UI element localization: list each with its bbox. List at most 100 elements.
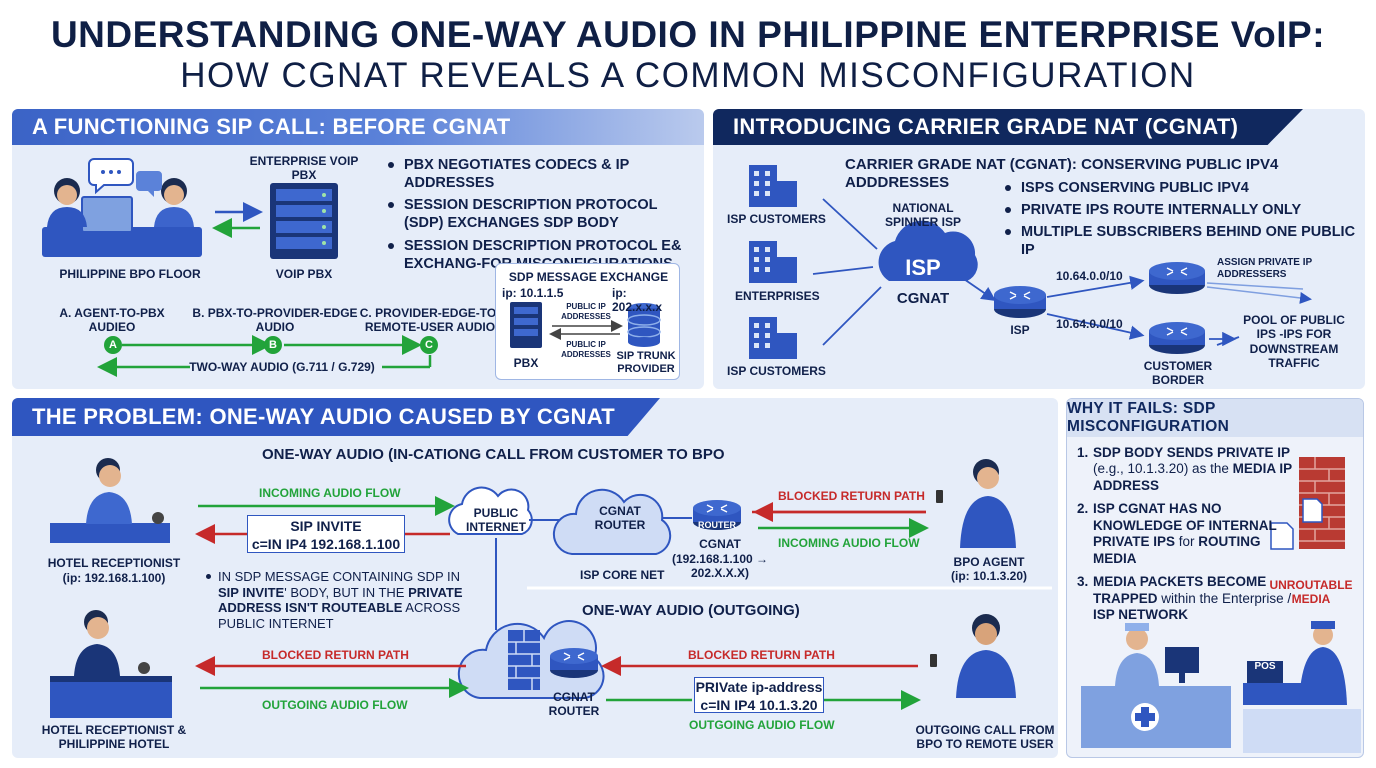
sip-invite-line1: SIP INVITE [290,518,362,534]
bullet-item: PRIVATE IPs ROUTE INTERNALLY ONLY [1003,201,1363,219]
bpo-agents-icon [42,158,202,257]
enterprise-voip-label: ENTERPRISE VOIP PBX [249,154,359,183]
sdp-note-a: IN SDP MESSAGE CONTAINING SDP IN [218,569,460,584]
bullet-item: MULTIPLE SUBSCRIBERS BEHIND ONE PUBLIC I… [1003,223,1363,259]
failure-reason-2: 2. ISP CGNAT HAS NO KNOWLEDGE OF INTERNA… [1077,501,1293,567]
panel-b-banner: INTRODUCING CARRIER GRADE NAT (CGNAT) [713,109,1303,145]
failure-reason-1: 1. SDP BODY SENDS PRIVATE IP (e.g., 10.1… [1077,445,1293,494]
panel-why-it-fails: WHY IT FAILS: SDP MISCONFIGURATION [1066,398,1364,758]
cgnat-heading: CARRIER GRADE NAT (CGNAT): CONSERVING PU… [845,156,1279,191]
bpo-floor-label: PHILIPPINE BPO FLOOR [59,267,201,281]
sdp-note: IN SDP MESSAGE CONTAINING SDP IN SIP INV… [204,569,474,631]
sdp-ip-left: ip: 10.1.1.5 [502,286,564,300]
bullet-item: SESSION DESCRIPTION PROTOCOL (SDP) EXCHA… [386,196,696,232]
panel-one-way-audio-problem: THE PROBLEM: ONE-WAY AUDIO CAUSED BY CGN… [12,398,1058,758]
reason-1-part-a: SDP BODY SENDS PRIVATE IP [1093,445,1291,460]
blocked-return-3-label: BLOCKED RETURN PATH [688,648,835,662]
router-2-icon [550,648,598,678]
brick-wall-icon [1299,457,1345,549]
private-ip-line2: c=IN IP4 10.1.3.20 [700,696,818,713]
failure-reason-3: 3. MEDIA PACKETS BECOME TRAPPED within t… [1077,574,1293,623]
panel-b-bullets: ISPs CONSERVING PUBLIC IPv4 PRIVATE IPs … [1003,179,1363,264]
two-way-audio-label: TWO-WAY AUDIO (G.711 / G.729) [189,360,375,374]
incoming-flow-label: INCOMING AUDIO FLOW [259,486,401,500]
bpo-agent-label: BPO AGENT [953,555,1025,569]
reason-3-part-b: within the Enterprise / [1157,590,1292,606]
cgnat-mapping-label: (192.168.1.100 → 202.x.x.x) [671,552,769,581]
blocked-return-1-label: BLOCKED RETURN PATH [778,489,925,503]
sdp-sip-trunk-label: SIP TRUNK PROVIDER [616,350,676,376]
bpo-agent-2-icon [930,614,1016,698]
isp-router-label: ISP [1010,323,1030,337]
sdp-public-ip-top: PUBLIC IP ADDRESSES [561,302,611,321]
isp-customers-1-label: ISP CUSTOMERS [727,212,826,226]
cgnat-bottom-cloud-icon [457,620,605,699]
isp-router-icon [994,286,1046,318]
hotel-receptionist-2-label: HOTEL RECEPTIONIST & PHILIPPINE HOTEL [41,723,187,752]
leg-a-label: A. AGENT-to-PBX AUDIEO [59,306,165,335]
panel-introducing-cgnat: INTRODUCING CARRIER GRADE NAT (CGNAT) CA… [713,109,1365,389]
panel-functioning-sip-call: A FUNCTIONING SIP CALL: BEFORE CGNAT [12,109,704,389]
incoming-heading: ONE⁡-WAY AUDIO (IN-CATIONG CALL FROM CUS… [262,446,725,463]
customer-border-label: CUSTOMER BORDER [1143,359,1213,388]
bullet-dot [206,574,211,579]
failure-reasons-list: 1. SDP BODY SENDS PRIVATE IP (e.g., 10.1… [1077,445,1293,631]
national-isp-label: NATIONAL SPINNER ISP [884,201,962,230]
reason-3-part-a: MEDIA PACKETS BECOME TRAPPED [1093,574,1267,606]
voip-pbx-label: VOIP PBX [275,267,333,281]
point-c-badge: C [420,336,438,354]
router-tag-label: ROUTER [698,520,736,530]
point-a-badge: A [104,336,122,354]
reason-2-part-b: for [1175,534,1199,550]
cgnat-router-1-label: CGNAT ROUTER [594,504,646,533]
outgoing-heading: ONE-WAY AUDIO (OUTGOING) [582,602,800,619]
outgoing-flow-label: OUTGOING AUDIO FLOW [262,698,408,712]
incoming-flow-2-label: INCOMING AUDIO FLOW [778,536,920,550]
building-icon [749,165,797,359]
reason-1-part-b: (e.g., 10.1.3.20) as the [1093,461,1233,477]
sdp-pbx-label: PBX [513,356,539,370]
outgoing-call-label: OUTGOING CALL FROM BPO TO REMOTE USER [915,723,1055,752]
bullet-item: PBX NEGOTIATES CODECS & IP ADDRESSES [386,156,696,192]
range-1-label: 10.64.0.0/10 [1056,269,1123,283]
firewall-icon [508,630,540,690]
leg-c-label: C. PROVIDER-EDGE-to-REMOTE-USER AUDIO [359,306,501,335]
enterprises-label: ENTERPRISES [735,289,820,303]
pbx-server-icon [270,183,338,259]
bullet-item: ISPs CONSERVING PUBLIC IPv4 [1003,179,1363,197]
pos-label: POS [1254,661,1276,672]
sip-invite-line2: c=IN IP4 192.168.1.100 [251,535,401,552]
sip-invite-box: SIP INVITE c=IN IP4 192.168.1.100 [247,515,405,553]
outgoing-flow-2-label: OUTGOING AUDIO FLOW [689,718,835,732]
panel-c-banner: THE PROBLEM: ONE-WAY AUDIO CAUSED BY CGN… [12,398,660,436]
reason-2-part-c: ROUTING MEDIA [1093,534,1261,566]
private-ip-line1: PRIVate ip-address [695,679,823,695]
sdp-note-e: ACROSS PUBLIC INTERNET [218,600,461,631]
page-subtitle: HOW CGNAT REVEALS A COMMON MISCONFIGURAT… [180,56,1196,95]
item-number: 1. [1077,445,1089,460]
private-ip-box: PRIVate ip-address c=IN IP4 10.1.3.20 [694,677,824,713]
panel-a-bullets: PBX NEGOTIATES CODECS & IP ADDRESSES SES… [386,156,696,277]
customer-border-router-icon [1149,322,1205,354]
item-number: 2. [1077,501,1089,517]
router-icon [1149,262,1205,294]
public-internet-label: PUBLIC INTERNET [466,506,526,535]
point-b-badge: B [264,336,282,354]
sdp-public-ip-bottom: PUBLIC IP ADDRESSES [561,340,611,359]
sdp-note-c: ' BODY, BUT IN THE [284,584,409,600]
item-number: 3. [1077,574,1089,590]
sdp-exchange-card: SDP MESSAGE EXCHANGE ip: 10.1.1.5 ip: 20… [495,263,680,380]
public-ip-pool-label: POOL OF PUBLIC IPs -IPS FOR DOWNSTREAM T… [1243,313,1345,371]
sdp-note-b: SIP INVITE [218,584,285,600]
sdp-title: SDP MESSAGE EXCHANGE [508,270,669,284]
cgnat-router-2-label: CGNAT ROUTER [548,690,600,719]
pos-cashier-icon [1243,621,1361,753]
sdp-note-d: PRIVATE ADDRESS ISN'T ROUTEABLE [218,584,463,616]
hotel-receptionist-2-icon [50,610,172,718]
hotel-receptionist-1-ip: (ip: 192.168.1.100) [62,571,166,585]
reason-1-part-c: MEDIA IP ADDRESS [1093,461,1292,493]
blocked-return-2-label: BLOCKED RETURN PATH [262,648,409,662]
unroutable-media-label: UNROUTABLE MEDIA [1269,578,1353,607]
isp-customers-2-label: ISP CUSTOMERS [727,364,826,378]
bpo-agent-ip: (ip: 10.1.3.20) [950,569,1028,583]
